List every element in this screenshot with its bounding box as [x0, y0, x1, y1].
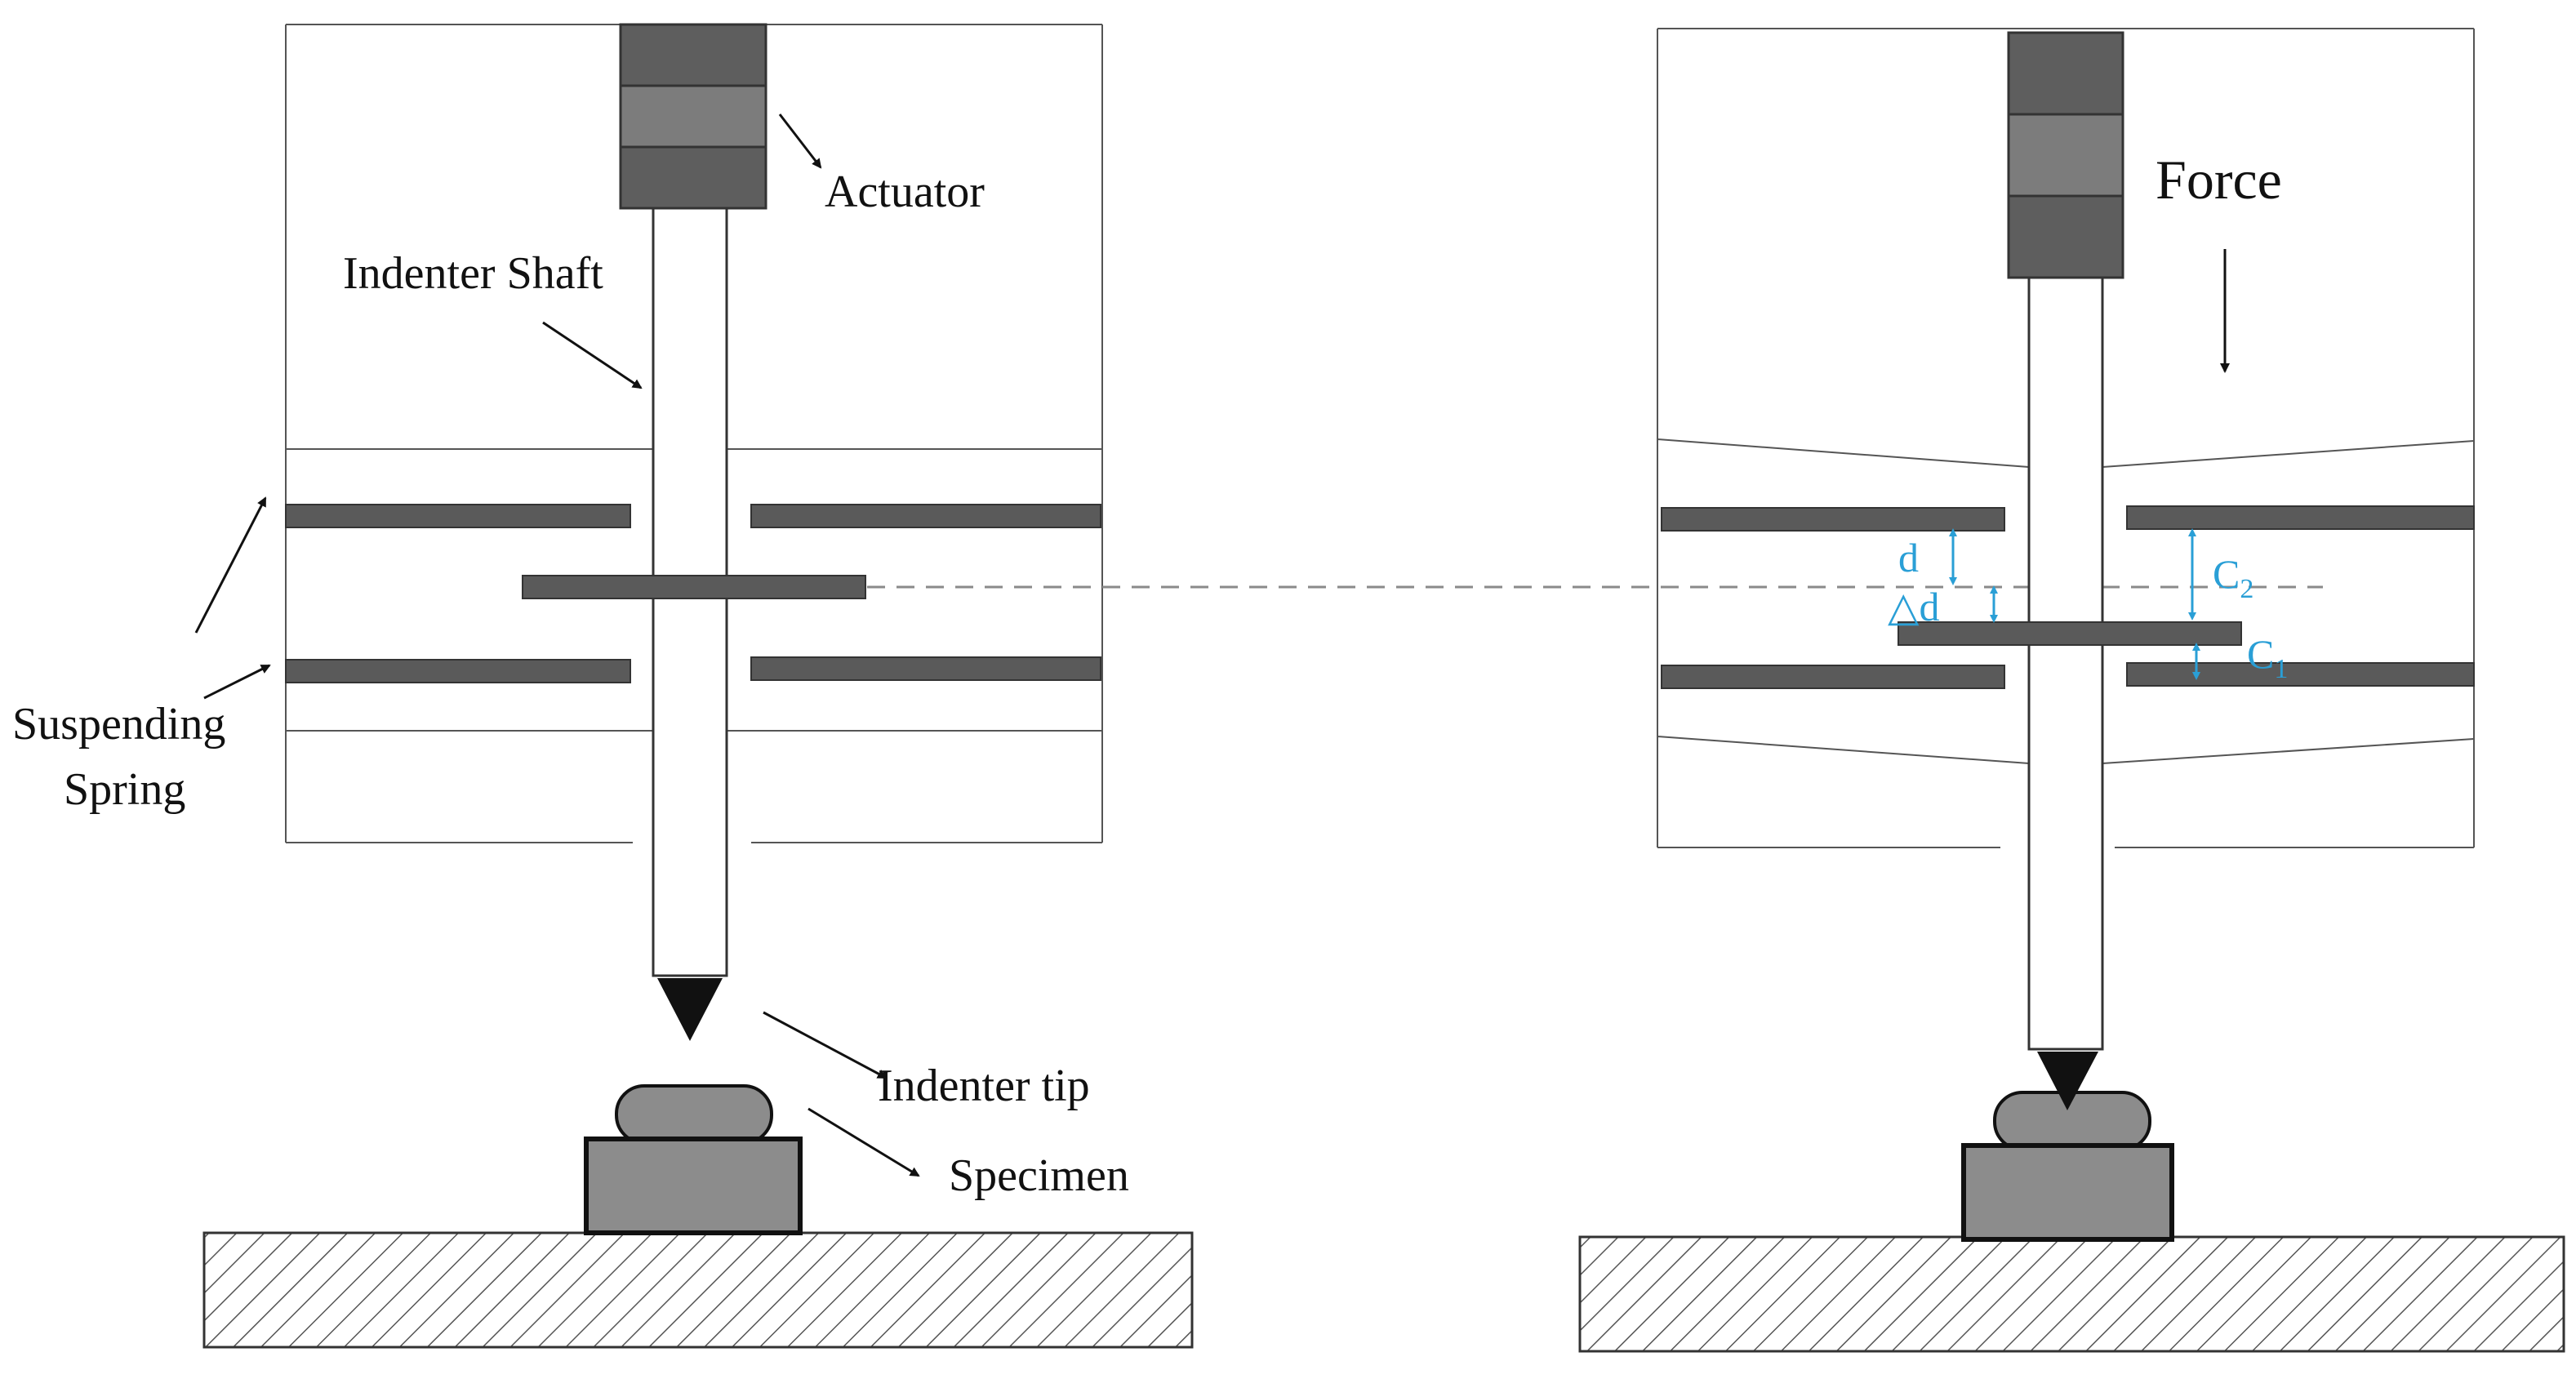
- force-label: Force: [2156, 149, 2282, 211]
- c1-label-sub: 1: [2274, 654, 2288, 684]
- left-upper-spring-right: [750, 504, 1101, 528]
- suspending-spring-label-line1: Suspending: [12, 699, 225, 750]
- indenter-tip-arrow: [763, 1011, 888, 1079]
- right-base-hatched: [1578, 1235, 2565, 1353]
- left-center-plate: [522, 575, 866, 599]
- right-assembly: Force d △d C2 C1: [1578, 28, 2565, 1353]
- right-housing: [1657, 28, 2475, 848]
- suspending-spring-label-line2: Spring: [64, 764, 185, 815]
- right-upper-spring-left: [1661, 507, 2005, 532]
- right-spring-boundary-bottom-left: [1657, 736, 2030, 764]
- c2-label-main: C: [2213, 551, 2240, 597]
- right-upper-spring-right: [2126, 505, 2475, 530]
- left-indenter-tip: [657, 978, 723, 1041]
- right-lower-spring-left: [1661, 665, 2005, 689]
- specimen-arrow: [808, 1107, 920, 1177]
- spring-arrow-upper: [194, 496, 267, 634]
- right-spring-boundary-bottom-right: [2102, 738, 2475, 764]
- specimen-label: Specimen: [949, 1150, 1129, 1201]
- left-lower-spring-left: [285, 659, 631, 683]
- left-base-hatched: [202, 1231, 1194, 1349]
- indenter-shaft-arrow: [542, 321, 643, 389]
- left-upper-spring-left: [285, 504, 631, 528]
- right-spring-boundary-top-right: [2102, 440, 2475, 468]
- delta-d-label: △d: [1888, 584, 1939, 629]
- c1-label-main: C: [2247, 631, 2274, 677]
- right-indenter-shaft: [2027, 272, 2104, 1051]
- actuator-arrow: [778, 113, 822, 169]
- d-label: d: [1898, 535, 1919, 581]
- c2-label: C2: [2213, 551, 2253, 604]
- right-lower-spring-right: [2126, 662, 2475, 687]
- spring-arrow-lower: [203, 664, 271, 700]
- c1-label: C1: [2247, 631, 2288, 684]
- indenter-tip-label: Indenter tip: [878, 1061, 1090, 1111]
- right-actuator: [2007, 31, 2124, 279]
- indenter-shaft-label: Indenter Shaft: [343, 248, 603, 299]
- left-specimen: [615, 1084, 773, 1145]
- left-specimen-holder: [584, 1137, 803, 1235]
- actuator-label: Actuator: [825, 167, 985, 217]
- right-indenter-tip: [2037, 1052, 2098, 1110]
- right-specimen-holder: [1961, 1143, 2174, 1242]
- c2-label-sub: 2: [2240, 574, 2253, 604]
- right-spring-boundary-top-left: [1657, 438, 2030, 468]
- right-center-plate: [1898, 621, 2242, 646]
- left-lower-spring-right: [750, 656, 1101, 681]
- left-actuator: [619, 23, 767, 210]
- left-assembly: Actuator Indenter Shaft Suspending Sprin…: [12, 23, 1194, 1349]
